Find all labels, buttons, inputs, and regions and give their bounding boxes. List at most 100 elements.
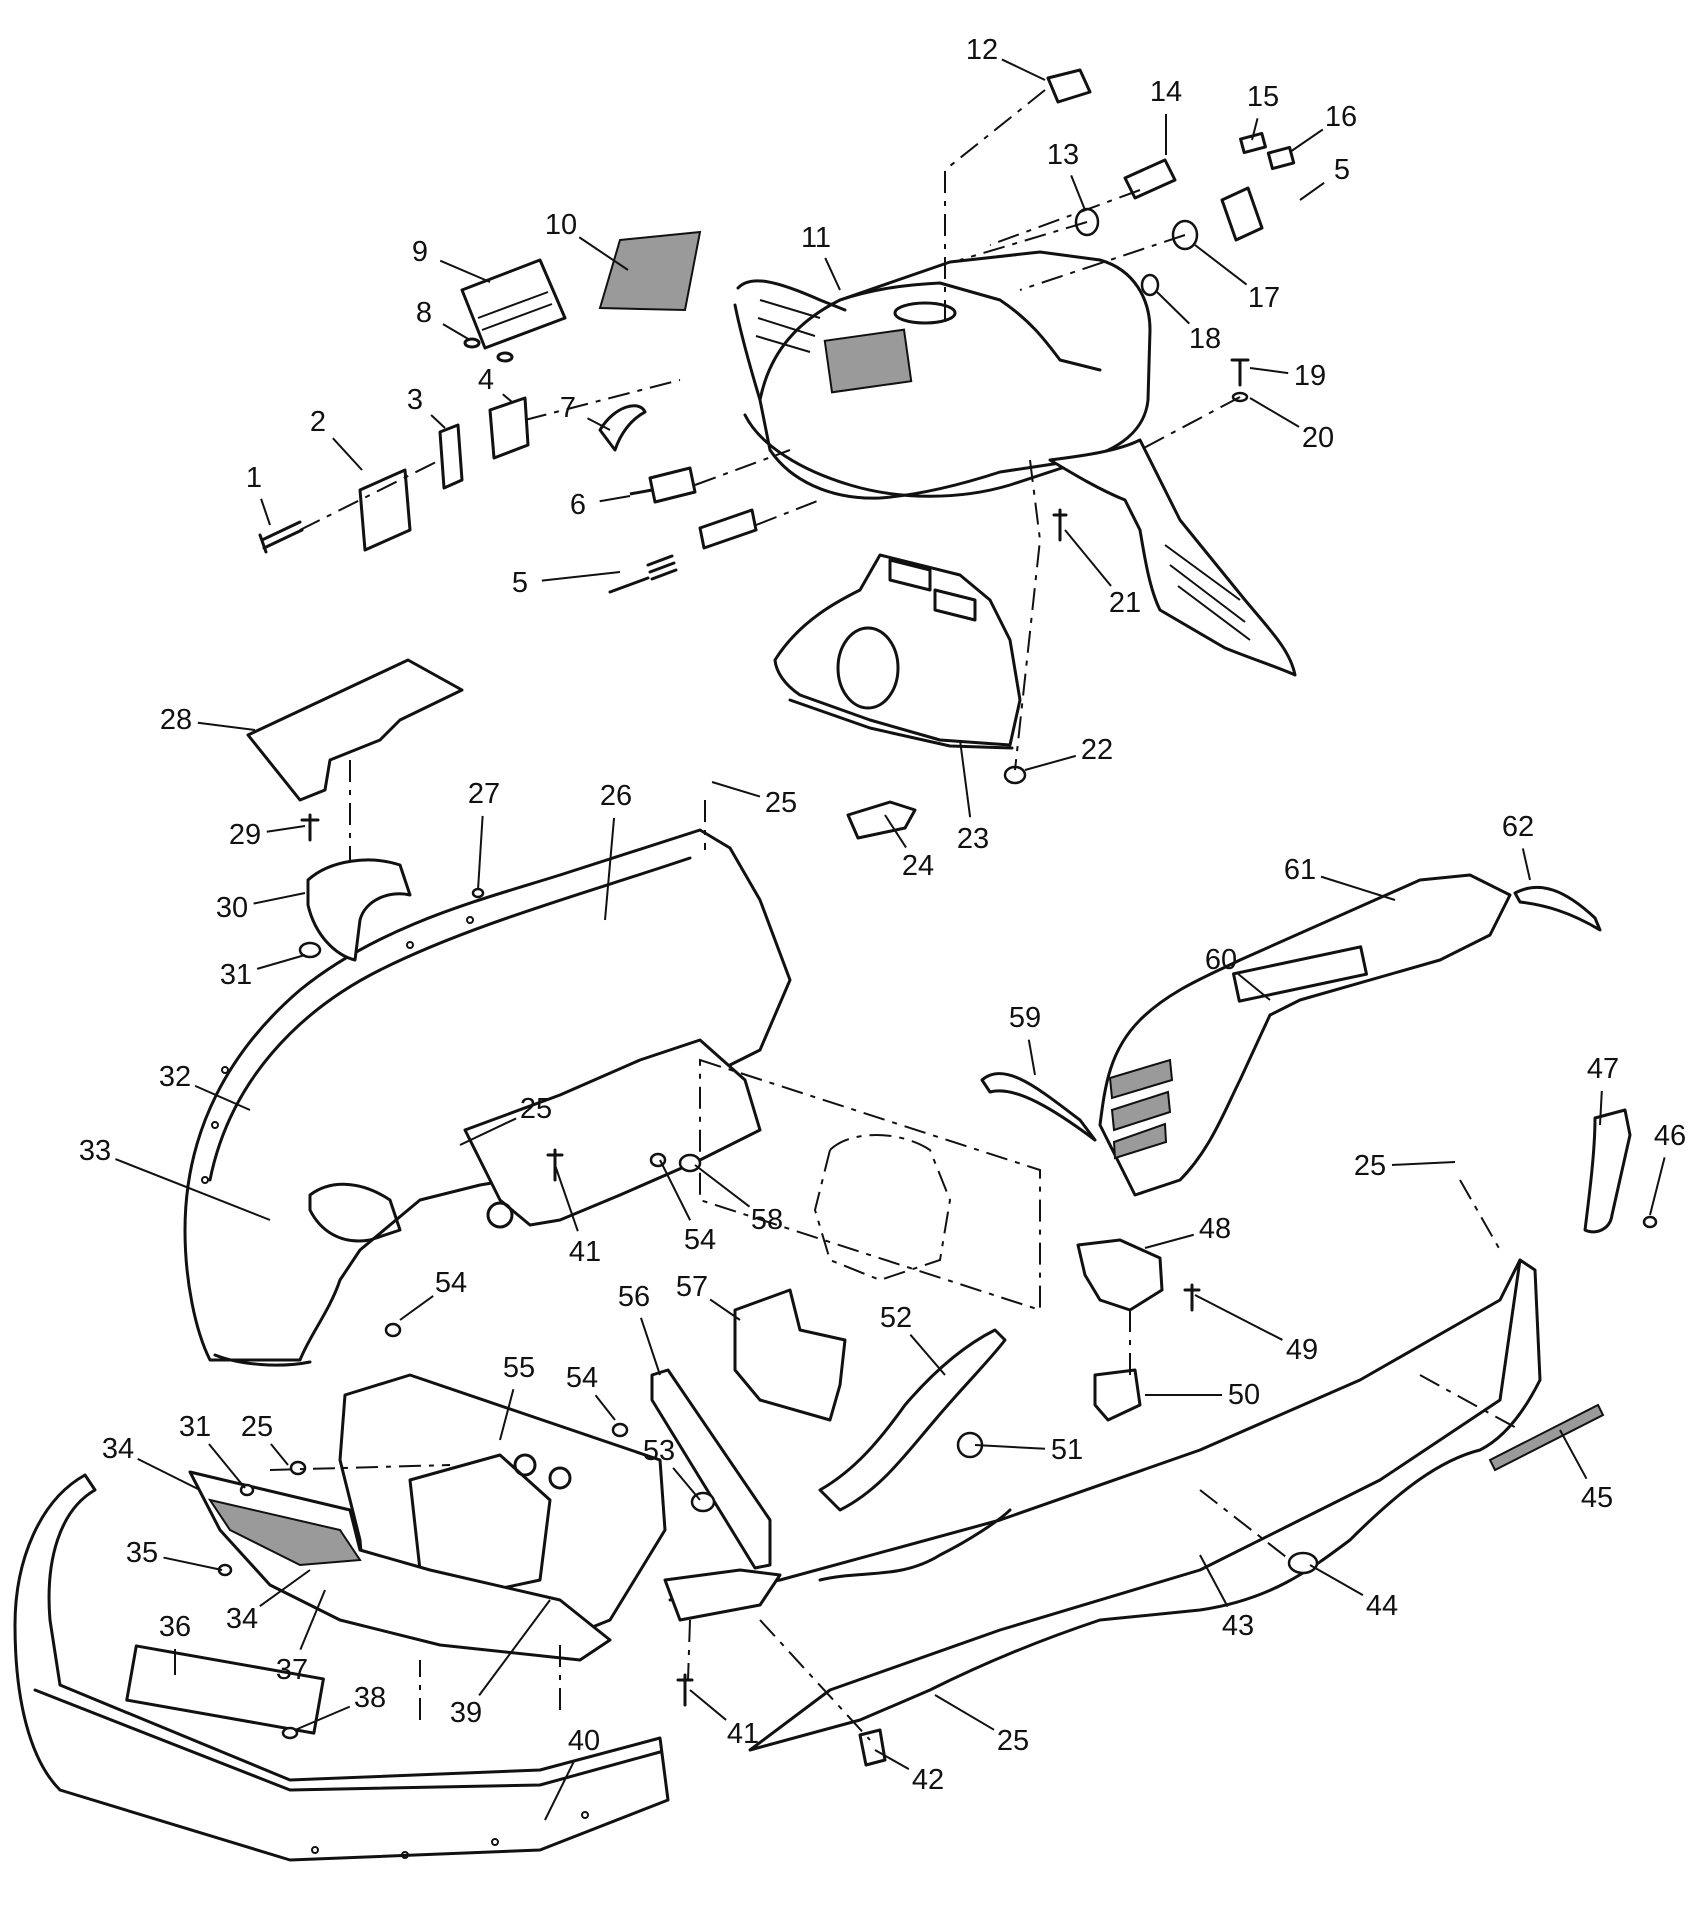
- callout-label-27: 27: [468, 778, 500, 810]
- callout-label-52: 52: [880, 1302, 912, 1334]
- callout-leader-35: [163, 1556, 223, 1571]
- assembly-line-20: [1139, 396, 1241, 451]
- assembly-lines: [269, 89, 1521, 1741]
- callout-leader-51: [974, 1444, 1046, 1450]
- pad-15: [1239, 131, 1267, 155]
- callout-leader-31: [256, 954, 306, 970]
- frame-hole-b: [548, 1466, 572, 1490]
- cable-62: [1513, 885, 1602, 932]
- support-rail-56: [650, 1368, 772, 1570]
- callout-label-57: 57: [676, 1271, 708, 1303]
- callout-label-55: 55: [503, 1352, 535, 1384]
- callout-label-31: 31: [220, 959, 252, 991]
- vent-slats-9: [477, 291, 553, 331]
- hood-logo-recess: [893, 301, 957, 325]
- callout-leader-25: [459, 1117, 517, 1146]
- trim-strip-45: [1488, 1403, 1605, 1472]
- hood-side-rail-left: [733, 279, 847, 402]
- callout-leader-43: [1199, 1554, 1229, 1608]
- callout-label-39: 39: [450, 1697, 482, 1729]
- callout-label-59: 59: [1009, 1002, 1041, 1034]
- fastener-54b: [384, 1322, 402, 1338]
- callout-label-53: 53: [643, 1435, 675, 1467]
- callout-label-34: 34: [226, 1603, 258, 1635]
- assembly-line-55: [269, 1464, 451, 1471]
- callout-leader-31: [208, 1443, 246, 1489]
- bracket-50: [1093, 1368, 1142, 1422]
- callout-label-29: 29: [229, 819, 261, 851]
- callout-leader-53: [672, 1467, 701, 1501]
- callout-leader-54: [659, 1159, 692, 1221]
- bumper-rivets: [311, 1811, 590, 1859]
- callout-label-49: 49: [1286, 1334, 1318, 1366]
- callout-leader-18: [1156, 291, 1190, 325]
- assembly-line-42: [759, 1619, 871, 1741]
- assembly-line-21: [1014, 459, 1042, 771]
- console-mount-tabs: [888, 558, 977, 622]
- bumper-40: [13, 1473, 670, 1862]
- nose-pan-rivets: [201, 916, 475, 1184]
- callout-leader-1: [260, 498, 271, 526]
- nut-31: [298, 941, 322, 959]
- side-panel-assembly: [663, 873, 1658, 1767]
- callout-label-54: 54: [566, 1362, 598, 1394]
- callout-label-47: 47: [1587, 1053, 1619, 1085]
- callout-leader-41: [554, 1164, 579, 1232]
- bracket-3: [438, 423, 464, 490]
- callout-label-41: 41: [569, 1236, 601, 1268]
- front-bumper-assembly: [13, 1148, 694, 1862]
- callout-label-50: 50: [1228, 1379, 1260, 1411]
- shroud-vents: [1108, 1058, 1174, 1160]
- bolt-42: [858, 1728, 887, 1767]
- assembly-line-2: [299, 459, 441, 531]
- spring-5: [646, 554, 678, 581]
- bracket-30: [306, 858, 412, 962]
- callout-label-24: 24: [902, 850, 934, 882]
- hood-wing-louvers: [1164, 544, 1251, 641]
- callout-leader-19: [1249, 367, 1289, 375]
- callout-leader-2: [332, 437, 363, 471]
- callout-leader-5: [541, 571, 621, 582]
- bracket-48: [1076, 1238, 1164, 1312]
- assembly-line-14: [989, 189, 1141, 246]
- callout-label-35: 35: [126, 1537, 158, 1569]
- callout-label-18: 18: [1189, 323, 1221, 355]
- callout-leader-39: [478, 1599, 551, 1696]
- callout-label-10: 10: [545, 209, 577, 241]
- assembly-line-45: [1419, 1374, 1521, 1431]
- assembly-line-17: [1019, 234, 1186, 291]
- callout-leader-9: [439, 259, 491, 283]
- pad-and-bracket: [246, 658, 485, 962]
- callout-leader-4: [502, 393, 513, 403]
- latch-14: [1123, 158, 1177, 200]
- callout-leader-58: [694, 1164, 751, 1208]
- bracket-plate-57: [733, 1288, 847, 1422]
- screw-29: [300, 813, 320, 842]
- fastener-25c: [289, 1460, 307, 1476]
- callout-leader-11: [824, 257, 841, 291]
- callout-label-54: 54: [435, 1267, 467, 1299]
- callout-label-23: 23: [957, 823, 989, 855]
- grommet-8: [463, 337, 481, 349]
- callout-label-30: 30: [216, 892, 248, 924]
- callout-leader-33: [115, 1158, 271, 1221]
- callout-label-46: 46: [1654, 1120, 1686, 1152]
- assembly-line-5: [755, 499, 821, 526]
- callout-leader-32: [194, 1084, 251, 1111]
- hood-rail-bars: [755, 299, 821, 353]
- front-pan-hatch-34: [207, 1498, 362, 1567]
- callout-label-9: 9: [412, 236, 428, 268]
- assembly-line-4: [524, 379, 681, 421]
- callout-leader-26: [604, 817, 616, 921]
- callout-label-5: 5: [512, 567, 528, 599]
- callout-label-21: 21: [1109, 587, 1141, 619]
- callout-label-25: 25: [1354, 1150, 1386, 1182]
- bumper-top-edge: [33, 1688, 662, 1792]
- assembly-line-6: [694, 449, 791, 486]
- screw-19: [1230, 358, 1250, 387]
- callout-label-8: 8: [416, 297, 432, 329]
- callout-leader-34: [259, 1569, 311, 1607]
- side-shroud-61: [1098, 873, 1512, 1197]
- callout-label-44: 44: [1366, 1590, 1398, 1622]
